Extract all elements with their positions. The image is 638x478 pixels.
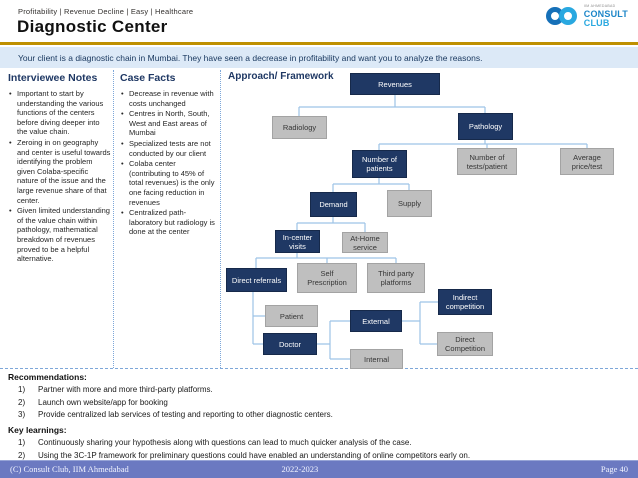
gold-divider (0, 42, 638, 45)
case-statement-banner: Your client is a diagnostic chain in Mum… (0, 47, 638, 68)
node-radiology: Radiology (272, 116, 327, 139)
node-internal: Internal (350, 349, 403, 369)
key-learnings-list: Continuously sharing your hypothesis alo… (8, 437, 630, 462)
case-fact-item: Centralized path-laboratory but radiolog… (120, 208, 217, 237)
interviewee-notes-heading: Interviewee Notes (8, 72, 98, 84)
infinity-logo-icon (545, 7, 577, 26)
interviewee-note-item: Zeroing in on geography and center is us… (8, 138, 111, 205)
node-demand: Demand (310, 192, 357, 217)
case-fact-item: Centres in North, South, West and East a… (120, 109, 217, 138)
case-facts-list: Decrease in revenue with costs unchanged… (120, 89, 217, 237)
node-number-of-tests: Number of tests/patient (457, 148, 517, 175)
key-learnings-heading: Key learnings: (8, 425, 67, 435)
node-at-home-service: At-Home service (342, 232, 388, 253)
node-third-party: Third party platforms (367, 263, 425, 293)
logo-subtext: IIM AHMEDABAD (583, 4, 616, 8)
node-direct-referrals: Direct referrals (226, 268, 287, 292)
case-facts-heading: Case Facts (120, 72, 176, 84)
node-number-of-patients: Number of patients (352, 150, 407, 178)
column-separator (113, 70, 114, 368)
footer-page-number: Page 40 (600, 464, 628, 474)
node-indirect-competition: Indirect competition (438, 289, 492, 315)
case-statement-text: Your client is a diagnostic chain in Mum… (18, 52, 483, 63)
recommendation-item: Partner with more and more third-party p… (18, 384, 213, 396)
interviewee-notes-section: Interviewee Notes Important to start by … (8, 72, 111, 265)
case-fact-item: Decrease in revenue with costs unchanged (120, 89, 217, 108)
logo: IIM AHMEDABAD CONSULT CLUB (544, 4, 628, 28)
recommendations-section: Recommendations: Partner with more and m… (8, 372, 630, 422)
page-title: Diagnostic Center (17, 17, 168, 36)
node-self-prescription: Self Prescription (297, 263, 357, 293)
breadcrumb: Profitability | Revenue Decline | Easy |… (18, 7, 194, 16)
node-average-price: Average price/test (560, 148, 614, 175)
case-fact-item: Specialized tests are not conducted by o… (120, 139, 217, 158)
node-in-center-visits: In-center visits (275, 230, 320, 253)
logo-consult-label: CONSULT (583, 8, 628, 19)
column-separator (220, 70, 221, 368)
node-doctor: Doctor (263, 333, 317, 355)
interviewee-notes-list: Important to start by understanding the … (8, 89, 111, 264)
footer-copyright: (C) Consult Club, IIM Ahmedabad (10, 464, 129, 474)
key-learning-item: Using the 3C-1P framework for preliminar… (18, 450, 471, 462)
key-learnings-section: Key learnings: Continuously sharing your… (8, 425, 630, 462)
case-fact-item: Colaba center (contributing to 45% of to… (120, 159, 217, 207)
recommendations-list: Partner with more and more third-party p… (8, 384, 630, 422)
recommendations-heading: Recommendations: (8, 372, 87, 382)
node-patient: Patient (265, 305, 318, 327)
node-revenues: Revenues (350, 73, 440, 95)
node-external: External (350, 310, 402, 332)
dashed-divider (0, 368, 638, 369)
recommendation-item: Launch own website/app for booking (18, 397, 168, 409)
node-supply: Supply (387, 190, 432, 217)
node-direct-competition: Direct Competition (437, 332, 493, 356)
recommendation-item: Provide centralized lab services of test… (18, 409, 333, 421)
footer-year: 2022-2023 (281, 464, 319, 474)
footer-bar: (C) Consult Club, IIM Ahmedabad 2022-202… (0, 460, 638, 478)
framework-heading: Approach/ Framework (228, 71, 334, 82)
interviewee-note-item: Given limited understanding of the value… (8, 206, 111, 264)
case-facts-section: Case Facts Decrease in revenue with cost… (120, 72, 217, 238)
logo-club-label: CLUB (583, 17, 610, 28)
logo-text: IIM AHMEDABAD CONSULT CLUB (583, 4, 628, 28)
key-learning-item: Continuously sharing your hypothesis alo… (18, 437, 412, 449)
node-pathology: Pathology (458, 113, 513, 140)
interviewee-note-item: Important to start by understanding the … (8, 89, 111, 137)
